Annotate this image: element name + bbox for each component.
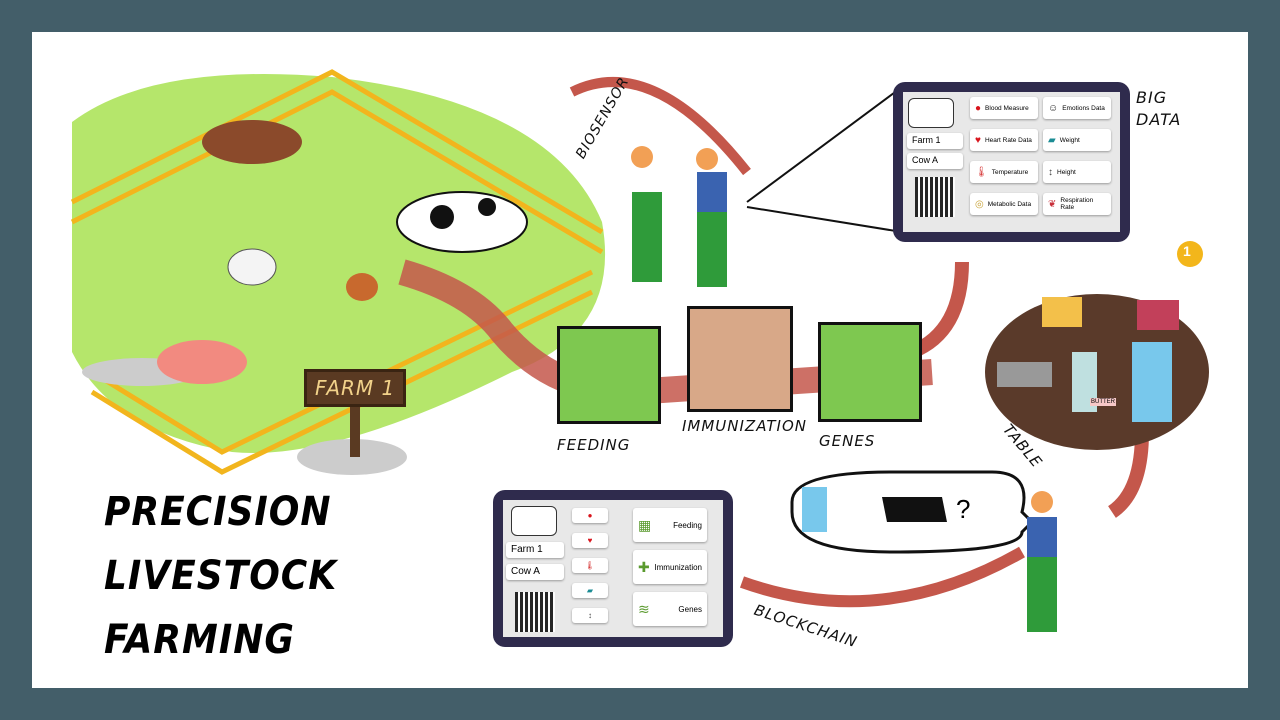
big-data-label: BIG DATA — [1136, 88, 1182, 129]
cow-icon — [511, 506, 557, 536]
sheep — [227, 248, 277, 286]
feeding-label: FEEDING — [557, 436, 631, 454]
card-label: Weight — [1059, 136, 1080, 144]
qr-code — [515, 592, 555, 632]
small-card-thermometer[interactable]: 🌡 — [572, 558, 608, 573]
butter-label: BUTTER — [1090, 398, 1116, 406]
data-card-scale[interactable]: ▰Weight — [1043, 129, 1111, 151]
card-label: Heart Rate Data — [984, 136, 1032, 144]
ruler-icon: ↕ — [588, 611, 592, 620]
feeding-photo — [557, 326, 661, 424]
record-card-dna[interactable]: ≋ Genes — [633, 592, 707, 626]
thermometer-icon: 🌡 — [584, 561, 596, 570]
ruler-icon: ↕ — [1048, 166, 1053, 178]
title-line: LIVESTOCK — [104, 553, 338, 599]
data-card-metabolism[interactable]: ◎Metabolic Data — [970, 193, 1038, 215]
farm-sign: FARM 1 — [304, 369, 407, 407]
medal-number: 1 — [1183, 243, 1191, 259]
syringe-icon: ✚ — [638, 558, 650, 575]
heart-rate-icon: ♥ — [975, 134, 981, 146]
title-line: PRECISION — [104, 489, 332, 535]
emotion-face-icon: ☺ — [1048, 102, 1059, 114]
genes-photo — [818, 322, 922, 422]
card-label: Genes — [678, 604, 702, 614]
lungs-icon: ❦ — [1048, 198, 1057, 210]
pig — [157, 340, 247, 384]
farm-field: Farm 1 — [506, 542, 564, 558]
illustration-canvas: PRECISION LIVESTOCK FARMING FARM 1 BIOSE… — [32, 32, 1248, 688]
title-line: FARMING — [104, 617, 295, 663]
medal-icon — [1177, 241, 1203, 267]
record-card-syringe[interactable]: ✚ Immunization — [633, 550, 707, 584]
question-mark: ? — [956, 494, 971, 524]
data-card-heart-rate[interactable]: ♥Heart Rate Data — [970, 129, 1038, 151]
farm-field: Farm 1 — [907, 133, 963, 149]
heart-rate-icon: ♥ — [587, 536, 593, 545]
qr-code — [915, 177, 955, 217]
data-card-thermometer[interactable]: 🌡Temperature — [970, 161, 1038, 183]
metabolism-icon: ◎ — [975, 198, 984, 210]
cow-field: Cow A — [506, 564, 564, 580]
card-label: Feeding — [673, 520, 702, 530]
card-label: Blood Measure — [985, 104, 1029, 112]
data-card-blood-drop[interactable]: ●Blood Measure — [970, 97, 1038, 119]
horse — [202, 120, 302, 164]
card-label: Temperature — [991, 168, 1029, 176]
data-card-ruler[interactable]: ↕ Height — [1043, 161, 1111, 183]
small-card-ruler[interactable]: ↕ — [572, 608, 608, 623]
scale-icon: ▰ — [586, 586, 594, 595]
immunization-photo — [687, 306, 793, 412]
page-title: PRECISION LIVESTOCK FARMING — [104, 480, 337, 672]
record-card-grass[interactable]: ▦ Feeding — [633, 508, 707, 542]
data-card-lungs[interactable]: ❦Respiration Rate — [1043, 193, 1111, 215]
big-data-tablet: Farm 1 Cow A ●Blood Measure☺Emotions Dat… — [893, 82, 1130, 242]
blockchain-arrow — [739, 546, 1025, 608]
immunization-label: IMMUNIZATION — [682, 417, 807, 435]
grass-icon: ▦ — [638, 516, 652, 533]
farm-scene — [70, 69, 1209, 632]
card-label: Immunization — [654, 562, 702, 572]
dna-icon: ≋ — [638, 600, 650, 617]
cow-icon — [908, 98, 954, 128]
card-label: Respiration Rate — [1060, 197, 1094, 211]
small-card-heart-rate[interactable]: ♥ — [572, 533, 608, 548]
card-label: Emotions Data — [1062, 104, 1105, 112]
blood-drop-icon: ● — [975, 102, 982, 114]
thermometer-icon: 🌡 — [975, 166, 988, 178]
big-data-arrow — [569, 77, 751, 176]
small-card-blood-drop[interactable]: ● — [572, 508, 608, 523]
cow-field: Cow A — [907, 153, 963, 169]
cow — [396, 191, 528, 253]
genes-label: GENES — [819, 432, 876, 450]
data-card-emotion-face[interactable]: ☺Emotions Data — [1043, 97, 1111, 119]
fence — [70, 69, 604, 475]
hen — [346, 273, 378, 301]
small-card-scale[interactable]: ▰ — [572, 583, 608, 598]
card-label: Metabolic Data — [987, 200, 1032, 208]
blood-drop-icon: ● — [587, 511, 593, 520]
card-label: Height — [1057, 168, 1076, 176]
blockchain-tablet: Farm 1 Cow A ● ♥ 🌡 ▰ ↕ ▦ Feeding ✚ Immunization… — [493, 490, 733, 647]
scale-icon: ▰ — [1048, 134, 1056, 146]
